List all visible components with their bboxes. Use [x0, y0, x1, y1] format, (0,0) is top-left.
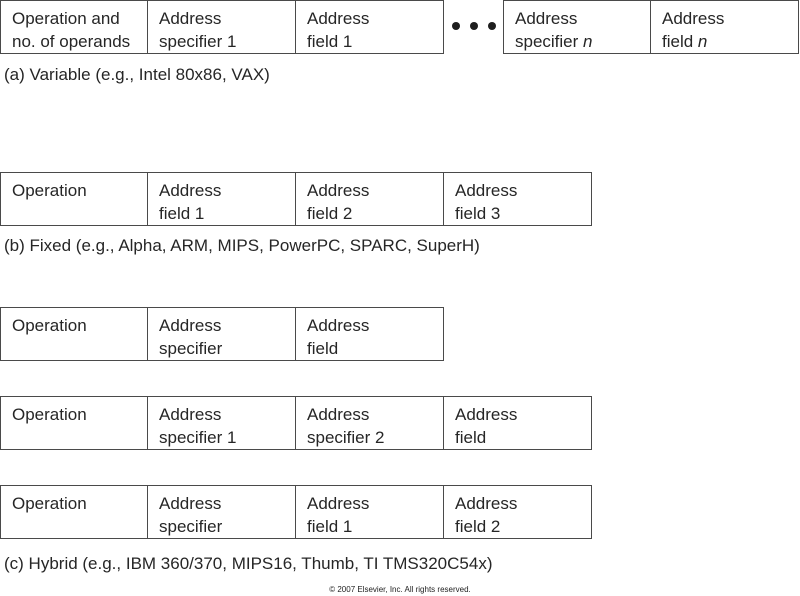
cell-line1: Operation — [12, 494, 87, 513]
field-address-field-2: Address field 2 — [296, 172, 444, 226]
cell-line1: Address — [159, 181, 222, 200]
cell-line2: field 1 — [307, 517, 353, 536]
cell-line1: Operation — [12, 405, 87, 424]
cell-suffix-n: n — [697, 32, 708, 51]
field-operation: Operation — [0, 172, 148, 226]
variable-format-left: Operation and no. of operands Address spec… — [0, 0, 444, 54]
field-address-specifier: Address specifier — [148, 307, 296, 361]
cell-line1: Operation and — [12, 9, 120, 28]
cell-line1: Address — [307, 405, 370, 424]
cell-line1: Operation — [12, 316, 87, 335]
caption-fixed: (b) Fixed (e.g., Alpha, ARM, MIPS, Power… — [4, 236, 480, 255]
field-operation-and-operands: Operation and no. of operands — [0, 0, 148, 54]
cell-line1: Address — [307, 494, 370, 513]
cell-line2: specifier — [515, 32, 584, 51]
caption-variable: (a) Variable (e.g., Intel 80x86, VAX) — [4, 65, 270, 84]
cell-line1: Address — [159, 405, 222, 424]
cell-line2: specifier 2 — [307, 428, 385, 447]
cell-line2: specifier 1 — [159, 428, 237, 447]
cell-line2: field — [662, 32, 698, 51]
cell-line2: field 3 — [455, 204, 501, 223]
cell-line1: Address — [159, 494, 222, 513]
field-address-field: Address field — [296, 307, 444, 361]
cell-line2: specifier — [159, 517, 223, 536]
field-address-specifier-1: Address specifier 1 — [148, 0, 296, 54]
cell-line2: field 2 — [307, 204, 353, 223]
dot — [488, 22, 496, 30]
dot — [470, 22, 478, 30]
variable-format-right: Address specifier n Address field n — [503, 0, 799, 54]
cell-line2: specifier — [159, 339, 223, 358]
caption-hybrid: (c) Hybrid (e.g., IBM 360/370, MIPS16, T… — [4, 554, 493, 573]
cell-line1: Address — [455, 494, 518, 513]
cell-line1: Address — [515, 9, 578, 28]
field-operation: Operation — [0, 485, 148, 539]
cell-suffix-n: n — [583, 32, 593, 51]
cell-line2: field — [307, 339, 339, 358]
cell-line1: Address — [307, 9, 370, 28]
field-address-specifier: Address specifier — [148, 485, 296, 539]
hybrid-format-1: Operation Address specifier Address field — [0, 307, 444, 361]
field-address-specifier-n: Address specifier n — [503, 0, 651, 54]
dot — [452, 22, 460, 30]
cell-line1: Operation — [12, 181, 87, 200]
cell-line1: Address — [662, 9, 725, 28]
field-address-field-1: Address field 1 — [148, 172, 296, 226]
field-operation: Operation — [0, 307, 148, 361]
cell-line1: Address — [159, 9, 222, 28]
cell-line2: no. of operands — [12, 32, 131, 51]
field-address-field-1: Address field 1 — [296, 485, 444, 539]
cell-line1: Address — [307, 316, 370, 335]
field-address-field-3: Address field 3 — [444, 172, 592, 226]
field-address-field-2: Address field 2 — [444, 485, 592, 539]
field-address-specifier-2: Address specifier 2 — [296, 396, 444, 450]
cell-line1: Address — [455, 405, 518, 424]
field-address-specifier-1: Address specifier 1 — [148, 396, 296, 450]
hybrid-format-2: Operation Address specifier 1 Address spec… — [0, 396, 592, 450]
cell-line1: Address — [307, 181, 370, 200]
field-operation: Operation — [0, 396, 148, 450]
cell-line1: Address — [455, 181, 518, 200]
copyright-notice: © 2007 Elsevier, Inc. All rights reserve… — [329, 585, 471, 594]
cell-line2: field 1 — [307, 32, 353, 51]
cell-line1: Address — [159, 316, 222, 335]
cell-line2: specifier 1 — [159, 32, 237, 51]
cell-line2: field — [455, 428, 487, 447]
field-address-field-1: Address field 1 — [296, 0, 444, 54]
cell-line2: field 2 — [455, 517, 501, 536]
field-address-field: Address field — [444, 396, 592, 450]
hybrid-format-3: Operation Address specifier Address field … — [0, 485, 592, 539]
cell-line2: field 1 — [159, 204, 205, 223]
ellipsis-dots — [452, 20, 496, 32]
field-address-field-n: Address field n — [651, 0, 799, 54]
